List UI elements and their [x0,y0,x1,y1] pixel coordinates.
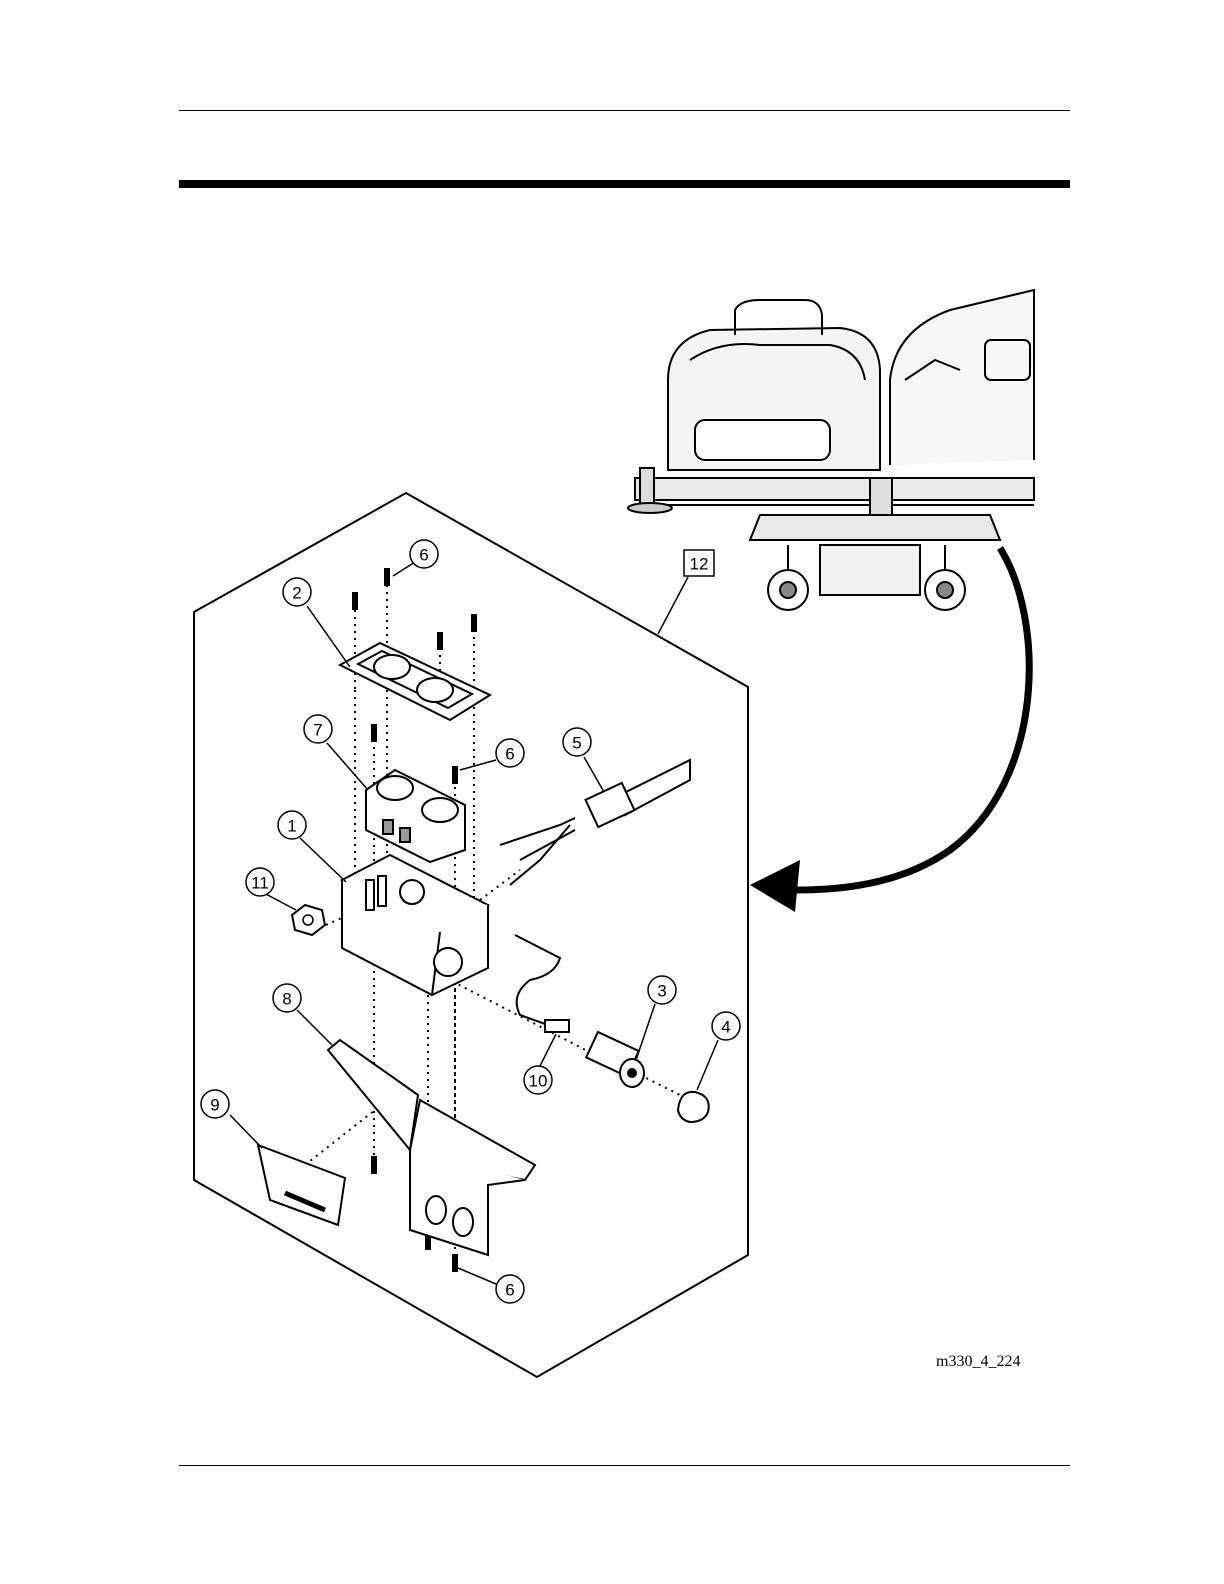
callout-7-label: 7 [313,721,322,740]
callout-8-label: 8 [282,990,291,1009]
cover-plate-part [340,643,490,720]
power-cord-part [500,760,690,885]
assembly-label-12: 12 [690,555,709,574]
callout-11-label: 11 [251,874,269,893]
callout-2-label: 2 [292,584,301,603]
mounting-bracket-part [328,1040,535,1255]
callout-9-label: 9 [210,1096,219,1115]
callout-10-label: 10 [529,1072,548,1091]
callout-4-label: 4 [721,1018,730,1037]
duplex-receptacle-part [366,770,465,862]
callout-6c-label: 6 [505,1281,514,1300]
location-arrowhead [750,860,800,912]
callout-1-label: 1 [287,817,296,836]
callout-5-label: 5 [572,734,581,753]
figure-id: m330_4_224 [936,1353,1020,1371]
callout-6b-label: 6 [505,745,514,764]
callout-3-label: 3 [657,982,666,1001]
electrical-box-part [342,855,488,995]
warning-label-part [258,1145,345,1225]
lens-cap-part [678,1092,709,1122]
wire-harness-part [515,935,569,1032]
hex-nut-part [292,905,325,935]
location-arrow [795,548,1029,890]
callout-6a-label: 6 [419,546,428,565]
indicator-light-part [586,1032,644,1087]
